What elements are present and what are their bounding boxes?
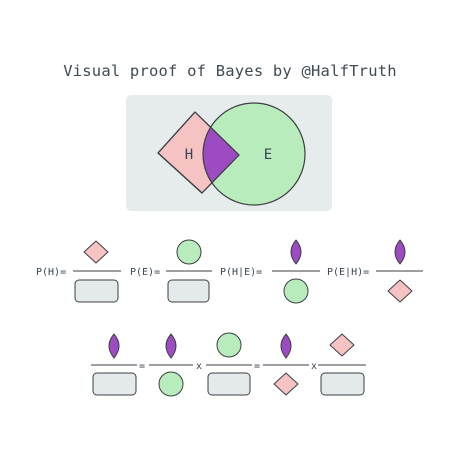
circle-e-icon <box>216 332 242 358</box>
equation-p-h: P(H)= <box>36 240 121 303</box>
rounded-box-universe-icon <box>320 372 365 396</box>
lens-intersection-icon <box>165 333 177 359</box>
lens-intersection-icon <box>290 239 302 265</box>
times-sign: x <box>311 361 317 372</box>
diamond-h-icon <box>273 372 299 396</box>
rounded-box-universe-icon <box>74 279 119 303</box>
proof-row: = x = x <box>91 332 366 397</box>
lens-intersection-icon <box>394 239 406 265</box>
rounded-box-universe-icon <box>92 372 137 396</box>
times-sign: x <box>196 361 202 372</box>
equation-p-h-given-e: P(H|E)= <box>220 239 320 304</box>
label-e: E <box>264 147 272 163</box>
label-h: H <box>185 147 193 163</box>
definitions-row: P(H)= P(E)= P(H|E)= P(E|H)= <box>36 239 423 304</box>
diamond-h-icon <box>329 333 355 357</box>
circle-e-icon <box>176 239 202 265</box>
rounded-box-universe-icon <box>167 279 210 303</box>
equation-p-e: P(E)= <box>130 239 212 303</box>
venn-panel: H E <box>126 95 332 211</box>
equals-sign: = <box>139 361 145 372</box>
label-p-h-given-e: P(H|E)= <box>220 267 262 278</box>
equals-sign: = <box>254 361 260 372</box>
hypothesis-diamond-outline <box>157 111 240 194</box>
lens-intersection-icon <box>280 333 292 359</box>
page-title: Visual proof of Bayes by @HalfTruth <box>63 62 397 80</box>
label-p-e-given-h: P(E|H)= <box>327 267 369 278</box>
equation-p-e-given-h: P(E|H)= <box>327 239 423 303</box>
label-p-h: P(H)= <box>36 267 66 278</box>
lens-intersection-icon <box>108 333 120 359</box>
diamond-h-icon <box>83 240 109 264</box>
diamond-h-icon <box>387 279 413 303</box>
label-p-e: P(E)= <box>130 267 160 278</box>
evidence-circle-outline <box>202 112 239 193</box>
circle-e-icon <box>158 371 184 397</box>
rounded-box-universe-icon <box>207 372 251 396</box>
circle-e-icon <box>283 278 309 304</box>
